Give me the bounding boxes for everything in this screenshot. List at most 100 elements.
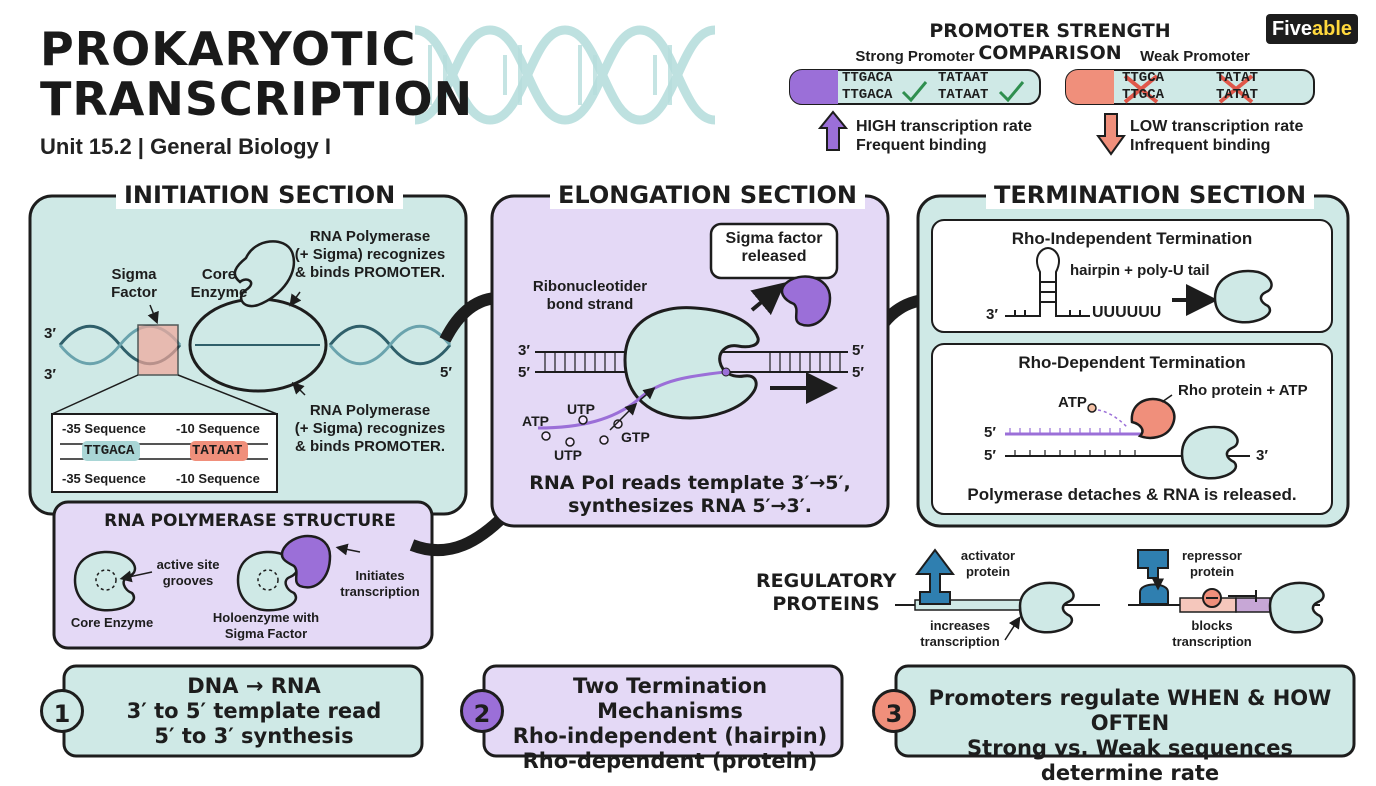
elongation-title: ELONGATION SECTION [550,181,865,209]
repressor-diagram [1128,549,1325,634]
core-enzyme-label: Core Enzyme [190,266,248,301]
summary-number-2: 2 [460,689,504,733]
gtp-label: GTP [621,429,650,445]
page-subtitle: Unit 15.2 | General Biology I [40,134,332,159]
summary-number-3: 3 [872,689,916,733]
elong-end-5-prime-right-1: 5′ [852,342,864,359]
poly-u-label: UUUUUU [1092,304,1162,321]
weak-promoter-bar [1065,69,1315,105]
activator-diagram [895,548,1100,641]
released-sigma-icon [780,275,832,327]
utp-label-2: UTP [554,447,582,463]
released-polymerase-icon [1213,269,1273,324]
core-enzyme-icon [233,240,295,308]
holoenzyme-caption: Holoenzyme with Sigma Factor [212,610,320,641]
atp-icon [1087,403,1097,413]
hairpin-label: hairpin + poly-U tail [1070,262,1210,279]
down-arrow-icon [1096,113,1126,156]
weak-seq-4: TATAT [1216,87,1259,103]
strong-rate: HIGH transcription rate [856,118,1033,135]
strong-promoter-bar [789,69,1041,105]
weak-seq-2: TATAT [1216,70,1259,86]
diagram-canvas [28,25,1356,758]
rho-end-5-prime-a: 5′ [984,424,996,441]
rnap-binds-label-top: RNA Polymerase (+ Sigma) recognizes & bi… [294,228,446,281]
rnap-structure-title: RNA POLYMERASE STRUCTURE [104,511,396,531]
active-site-label: active site grooves [156,557,220,588]
holoenzyme-icon [236,550,299,612]
rho-independent-title: Rho-Independent Termination [1011,229,1253,248]
header-dna-icon [414,25,716,125]
strong-seq-2: TATAAT [938,70,989,86]
flow-arrow-2 [409,510,510,557]
nucleotide-icon [541,415,623,447]
sigma-factor-label: Sigma Factor [111,266,157,301]
strong-seq-1: TTGACA [842,70,893,86]
weak-rate: LOW transcription rate [1130,118,1304,135]
rho-end-5-prime-b: 5′ [984,447,996,464]
rnap-binds-label-bottom: RNA Polymerase (+ Sigma) recognizes & bi… [294,402,446,455]
increases-label: increases transcription [920,618,1000,649]
weak-seq-3: TTGCA [1122,87,1165,103]
elong-end-5-prime-right-2: 5′ [852,364,864,381]
rho-protein-icon [1130,397,1176,440]
hairpin-icon [1005,246,1090,317]
regulatory-title: REGULATORY PROTEINS [756,570,897,615]
elong-end-3-prime: 3′ [518,342,530,359]
repressor-label: repressor protein [1182,548,1242,579]
end-3-prime-a: 3′ [44,325,56,342]
logo-part-2: able [1312,18,1353,40]
sigma-released-label: Sigma factor released [725,230,823,265]
weak-seq-1: TTGCA [1122,70,1165,86]
rho-atp-label: ATP [1058,394,1087,411]
weak-binding: Infrequent binding [1130,137,1271,154]
utp-label-1: UTP [567,401,595,417]
minus10-label-top: -10 Sequence [176,421,260,436]
check-icon [901,81,1025,103]
initiation-title: INITIATION SECTION [116,181,404,209]
summary-text-2: Two Termination Mechanisms Rho-independe… [512,674,828,773]
minus35-sequence: TTGACA [84,443,135,459]
up-arrow-icon [817,110,849,151]
minus35-label-bottom: -35 Sequence [62,471,146,486]
promoter-zoom-box [51,374,278,493]
detach-caption: Polymerase detaches & RNA is released. [967,485,1297,504]
elongation-caption: RNA Pol reads template 3′→5′, synthesize… [529,472,851,517]
core-enzyme-caption: Core Enzyme [70,615,154,630]
strong-seq-4: TATAAT [938,87,989,103]
promoter-comparison-title: PROMOTER STRENGTH COMPARISON [929,20,1171,64]
sigma-released-box [709,222,839,280]
activator-protein-icon [915,548,955,605]
core-enzyme-structure-icon [73,550,137,612]
initiates-label: Initiates transcription [340,568,420,599]
minus10-label-bottom: -10 Sequence [176,471,260,486]
title-line-1: PROKARYOTIC [40,22,417,76]
summary-text-3: Promoters regulate WHEN & HOW OFTEN Stro… [928,686,1332,785]
rho-dependent-title: Rho-Dependent Termination [1018,353,1246,372]
atp-label: ATP [522,413,549,429]
logo-part-1: Five [1271,18,1312,40]
terminating-polymerase-icon [1180,425,1239,480]
elongation-polymerase-icon [623,306,760,420]
rna-transcript [537,370,726,430]
termination-title: TERMINATION SECTION [986,181,1315,209]
elong-end-5-prime-left: 5′ [518,364,530,381]
end-5-prime: 5′ [440,364,452,381]
rho-end-3-prime: 3′ [1256,447,1268,464]
strong-binding: Frequent binding [856,137,987,154]
summary-text-1: DNA → RNA 3′ to 5′ template read 5′ to 3… [126,674,382,748]
rho-protein-label: Rho protein + ATP [1178,382,1308,399]
repressor-protein-icon [1137,549,1169,605]
strong-seq-3: TTGACA [842,87,893,103]
title-line-2: TRANSCRIPTION [40,72,474,126]
page-title: PROKARYOTIC TRANSCRIPTION [40,24,473,124]
activator-label: activator protein [960,548,1016,579]
ribonucleotide-label: Ribonucleotider bond strand [532,278,648,313]
end-3-prime-b: 3′ [44,366,56,383]
brand-logo[interactable]: Fiveable [1266,14,1358,44]
term-end-3-prime: 3′ [986,306,998,323]
weak-promoter-label: Weak Promoter [1140,48,1250,65]
blocks-label: blocks transcription [1172,618,1252,649]
strong-promoter-label: Strong Promoter [855,48,975,65]
minus35-label-top: -35 Sequence [62,421,146,436]
